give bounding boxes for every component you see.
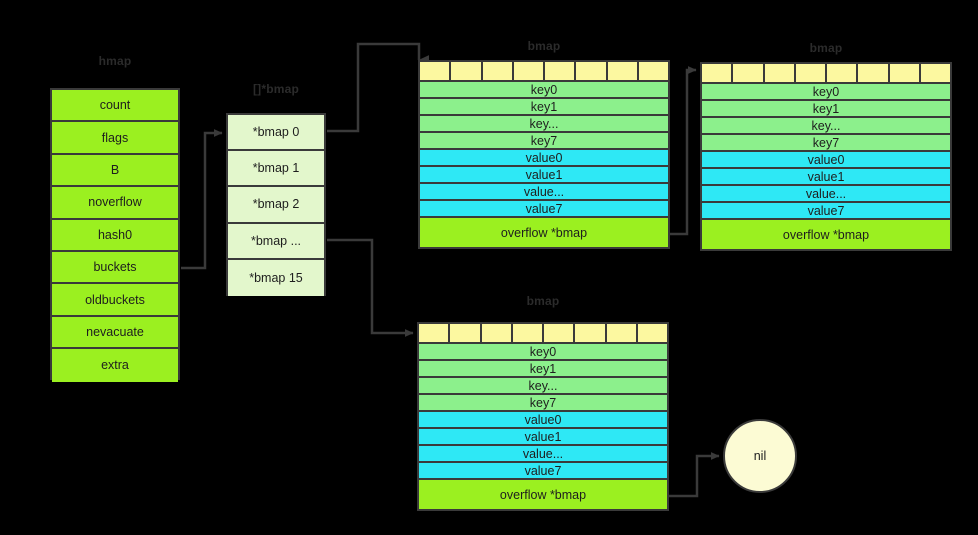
bmap-bottom-value-7[interactable]: value7 bbox=[419, 463, 667, 480]
bmap-top-left-value-1[interactable]: value1 bbox=[420, 167, 668, 184]
hmap-field-b[interactable]: B bbox=[52, 154, 178, 188]
tophash-cell-0[interactable] bbox=[702, 64, 734, 82]
tophash-cell-7[interactable] bbox=[637, 324, 667, 342]
tophash-cell-3[interactable] bbox=[512, 324, 544, 342]
tophash-cell-0[interactable] bbox=[420, 62, 452, 80]
bmap-array-title: []*bmap bbox=[252, 82, 300, 96]
wire-bmap0-to-bmap-top-left bbox=[327, 42, 429, 133]
tophash-cell-4[interactable] bbox=[827, 64, 859, 82]
bmap-array-cell-15[interactable]: *bmap 15 bbox=[228, 259, 324, 296]
bmap-array-cell-2[interactable]: *bmap 2 bbox=[228, 187, 324, 224]
bmap-top-left-key-7[interactable]: key7 bbox=[420, 133, 668, 150]
bmap-array-cell-1[interactable]: *bmap 1 bbox=[228, 151, 324, 188]
bmap-top-left-value-0[interactable]: value0 bbox=[420, 150, 668, 167]
tophash-cell-3[interactable] bbox=[513, 62, 545, 80]
hmap-field-nevacuate[interactable]: nevacuate bbox=[52, 316, 178, 350]
tophash-cell-1[interactable] bbox=[733, 64, 765, 82]
hmap-field-buckets[interactable]: buckets bbox=[52, 251, 178, 285]
hmap-field-hash0[interactable]: hash0 bbox=[52, 219, 178, 252]
bmap-top-right-value-7[interactable]: value7 bbox=[702, 203, 950, 220]
tophash-cell-3[interactable] bbox=[795, 64, 827, 82]
bmap-bottom-value-dots[interactable]: value... bbox=[419, 446, 667, 463]
bmap-array-cell-0[interactable]: *bmap 0 bbox=[228, 115, 324, 152]
tophash-cell-6[interactable] bbox=[889, 64, 921, 82]
bmap-top-right-key-0[interactable]: key0 bbox=[702, 84, 950, 101]
tophash-cell-2[interactable] bbox=[482, 62, 514, 80]
bmap-top-left-value-7[interactable]: value7 bbox=[420, 201, 668, 218]
hmap-field-count[interactable]: count bbox=[52, 90, 178, 123]
tophash-cell-1[interactable] bbox=[450, 324, 482, 342]
bmap-top-right-value-0[interactable]: value0 bbox=[702, 152, 950, 169]
bmap-top-right-key-7[interactable]: key7 bbox=[702, 135, 950, 152]
bmap-bottom-key-1[interactable]: key1 bbox=[419, 361, 667, 378]
nil-node[interactable]: nil bbox=[723, 419, 797, 493]
hmap-field-flags[interactable]: flags bbox=[52, 122, 178, 155]
tophash-cell-0[interactable] bbox=[419, 324, 451, 342]
bmap-bottom-key-7[interactable]: key7 bbox=[419, 395, 667, 412]
bmap-bottom-key-dots[interactable]: key... bbox=[419, 378, 667, 395]
bmap-top-left-key-1[interactable]: key1 bbox=[420, 99, 668, 116]
bmap-top-left-key-0[interactable]: key0 bbox=[420, 82, 668, 99]
bmap-bottom-key-0[interactable]: key0 bbox=[419, 344, 667, 361]
bmap-array-cell-dots[interactable]: *bmap ... bbox=[228, 223, 324, 260]
bmap-top-left-title: bmap bbox=[527, 39, 561, 53]
bmap-top-right-value-1[interactable]: value1 bbox=[702, 169, 950, 186]
tophash-cell-6[interactable] bbox=[607, 62, 639, 80]
wire-overflow-to-nil bbox=[669, 452, 720, 498]
bmap-top-right-value-dots[interactable]: value... bbox=[702, 186, 950, 203]
bmap-bottom-struct: key0 key1 key... key7 value0 value1 valu… bbox=[417, 322, 669, 511]
wire-bmapdots-to-bmap-bottom bbox=[327, 238, 414, 337]
bmap-top-left-tophash bbox=[420, 62, 668, 82]
tophash-cell-4[interactable] bbox=[545, 62, 577, 80]
bmap-top-right-key-dots[interactable]: key... bbox=[702, 118, 950, 135]
bmap-bottom-value-1[interactable]: value1 bbox=[419, 429, 667, 446]
hmap-field-noverflow[interactable]: noverflow bbox=[52, 187, 178, 220]
tophash-cell-1[interactable] bbox=[451, 62, 483, 80]
bmap-bottom-tophash bbox=[419, 324, 667, 344]
bmap-top-right-overflow[interactable]: overflow *bmap bbox=[702, 220, 950, 249]
tophash-cell-7[interactable] bbox=[920, 64, 950, 82]
bmap-top-left-value-dots[interactable]: value... bbox=[420, 184, 668, 201]
bmap-top-left-key-dots[interactable]: key... bbox=[420, 116, 668, 133]
bmap-bottom-overflow[interactable]: overflow *bmap bbox=[419, 480, 667, 509]
hmap-field-extra[interactable]: extra bbox=[52, 349, 178, 382]
bmap-array-struct: *bmap 0 *bmap 1 *bmap 2 *bmap ... *bmap … bbox=[226, 113, 326, 296]
tophash-cell-5[interactable] bbox=[576, 62, 608, 80]
wire-buckets-to-bmap-array bbox=[181, 129, 223, 270]
tophash-cell-2[interactable] bbox=[481, 324, 513, 342]
wire-overflow-to-bmap-top-right bbox=[670, 66, 697, 236]
tophash-cell-4[interactable] bbox=[544, 324, 576, 342]
hmap-struct: count flags B noverflow hash0 buckets ol… bbox=[50, 88, 180, 382]
tophash-cell-6[interactable] bbox=[606, 324, 638, 342]
bmap-top-left-struct: key0 key1 key... key7 value0 value1 valu… bbox=[418, 60, 670, 249]
bmap-top-right-struct: key0 key1 key... key7 value0 value1 valu… bbox=[700, 62, 952, 251]
bmap-top-right-key-1[interactable]: key1 bbox=[702, 101, 950, 118]
tophash-cell-5[interactable] bbox=[575, 324, 607, 342]
tophash-cell-2[interactable] bbox=[764, 64, 796, 82]
hmap-title: hmap bbox=[98, 54, 132, 68]
bmap-top-right-title: bmap bbox=[809, 41, 843, 55]
tophash-cell-7[interactable] bbox=[638, 62, 668, 80]
tophash-cell-5[interactable] bbox=[858, 64, 890, 82]
bmap-bottom-title: bmap bbox=[526, 294, 560, 308]
bmap-top-right-tophash bbox=[702, 64, 950, 84]
bmap-bottom-value-0[interactable]: value0 bbox=[419, 412, 667, 429]
bmap-top-left-overflow[interactable]: overflow *bmap bbox=[420, 218, 668, 247]
hmap-field-oldbuckets[interactable]: oldbuckets bbox=[52, 284, 178, 317]
